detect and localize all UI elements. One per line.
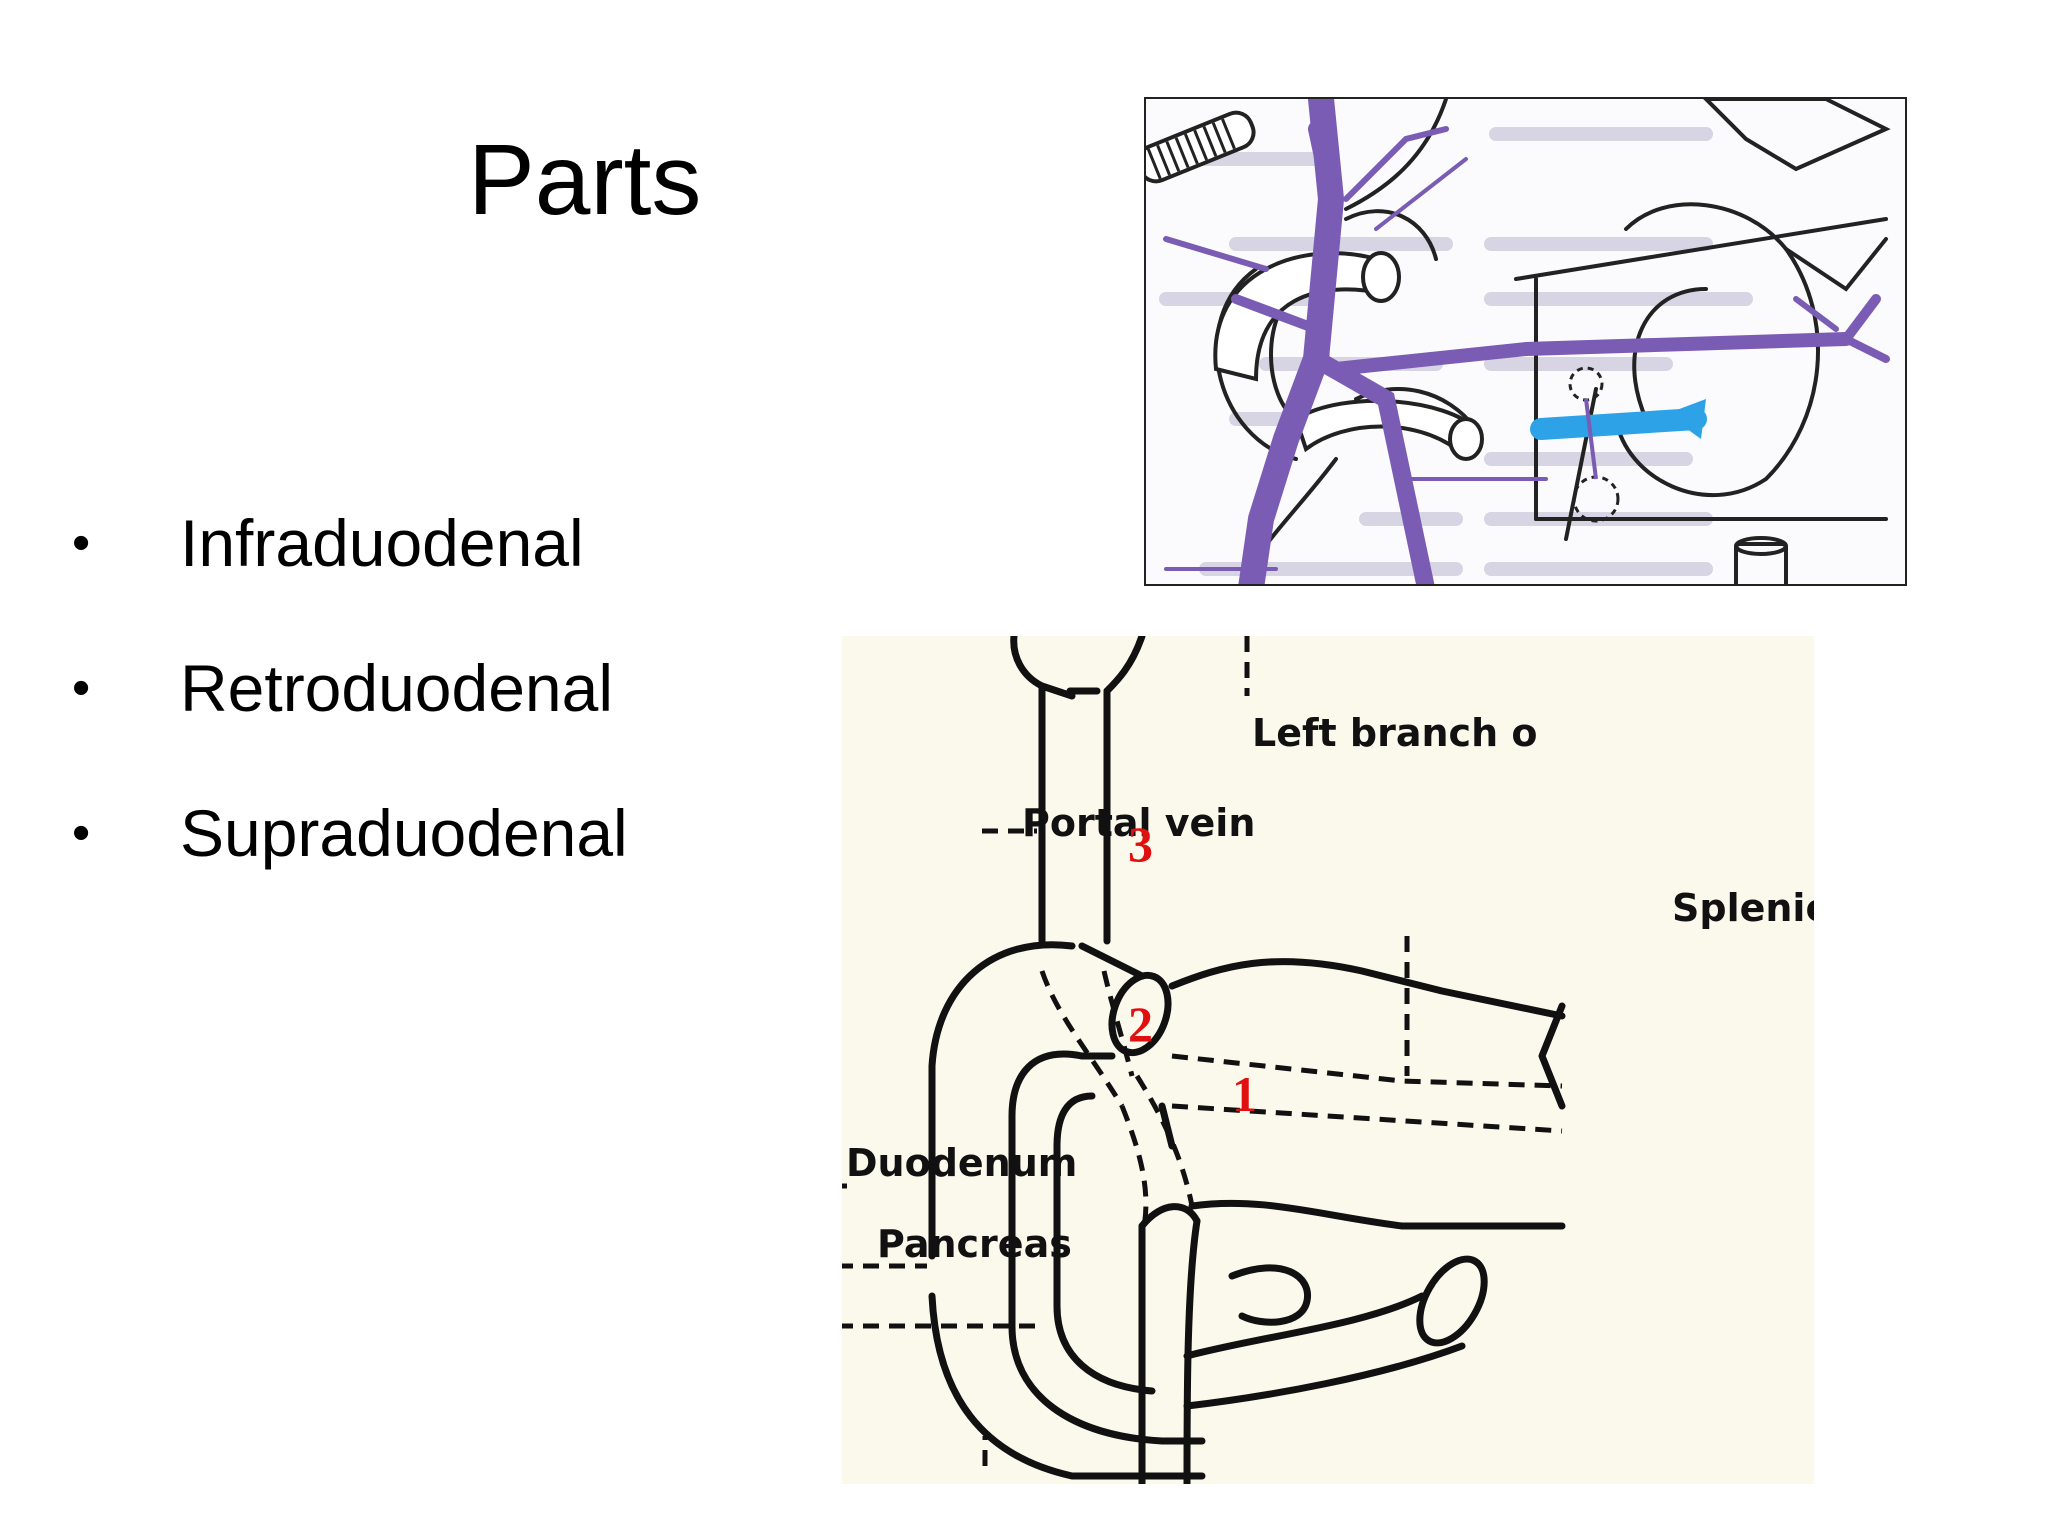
bullet-marker: • <box>72 513 91 572</box>
bullet-marker: • <box>72 658 91 717</box>
label-duodenum: Duodenum <box>846 1141 1077 1185</box>
marker-number-one: 1 <box>1232 1066 1257 1122</box>
marker-number-two: 2 <box>1128 996 1153 1052</box>
blue-vessel <box>1530 408 1707 440</box>
slide-title: Parts <box>468 124 702 236</box>
bullet-text: Infraduodenal <box>180 505 584 580</box>
anatomy-outlines <box>928 636 1566 1484</box>
label-left-branch: Left branch o <box>1252 711 1537 755</box>
portal-vein-parts-illustration: Left branch o Portal vein Splenic Duoden… <box>842 636 1814 1484</box>
bullet-retroduodenal: • Retroduodenal <box>70 615 628 760</box>
portal-vein-color-diagram <box>1144 97 1907 586</box>
bullet-supraduodenal: • Supraduodenal <box>70 760 628 905</box>
bullet-text: Supraduodenal <box>180 795 628 870</box>
label-pancreas: Pancreas <box>877 1222 1072 1266</box>
bullet-marker: • <box>72 803 91 862</box>
purple-veins <box>1163 99 1890 584</box>
striped-structure <box>1146 110 1256 184</box>
marker-number-three: 3 <box>1128 816 1153 872</box>
portal-vein-parts-diagram: Left branch o Portal vein Splenic Duoden… <box>842 636 1814 1484</box>
label-splenic: Splenic <box>1672 886 1814 930</box>
blue-vessel-end <box>1666 399 1706 439</box>
bullet-infraduodenal: • Infraduodenal <box>70 470 628 615</box>
label-portal-vein: Portal vein <box>1022 801 1255 845</box>
dashed-leaders <box>842 636 1563 1466</box>
portal-vein-color-illustration <box>1146 99 1891 584</box>
bullet-list: • Infraduodenal • Retroduodenal • Suprad… <box>70 470 628 905</box>
bullet-text: Retroduodenal <box>180 650 613 725</box>
